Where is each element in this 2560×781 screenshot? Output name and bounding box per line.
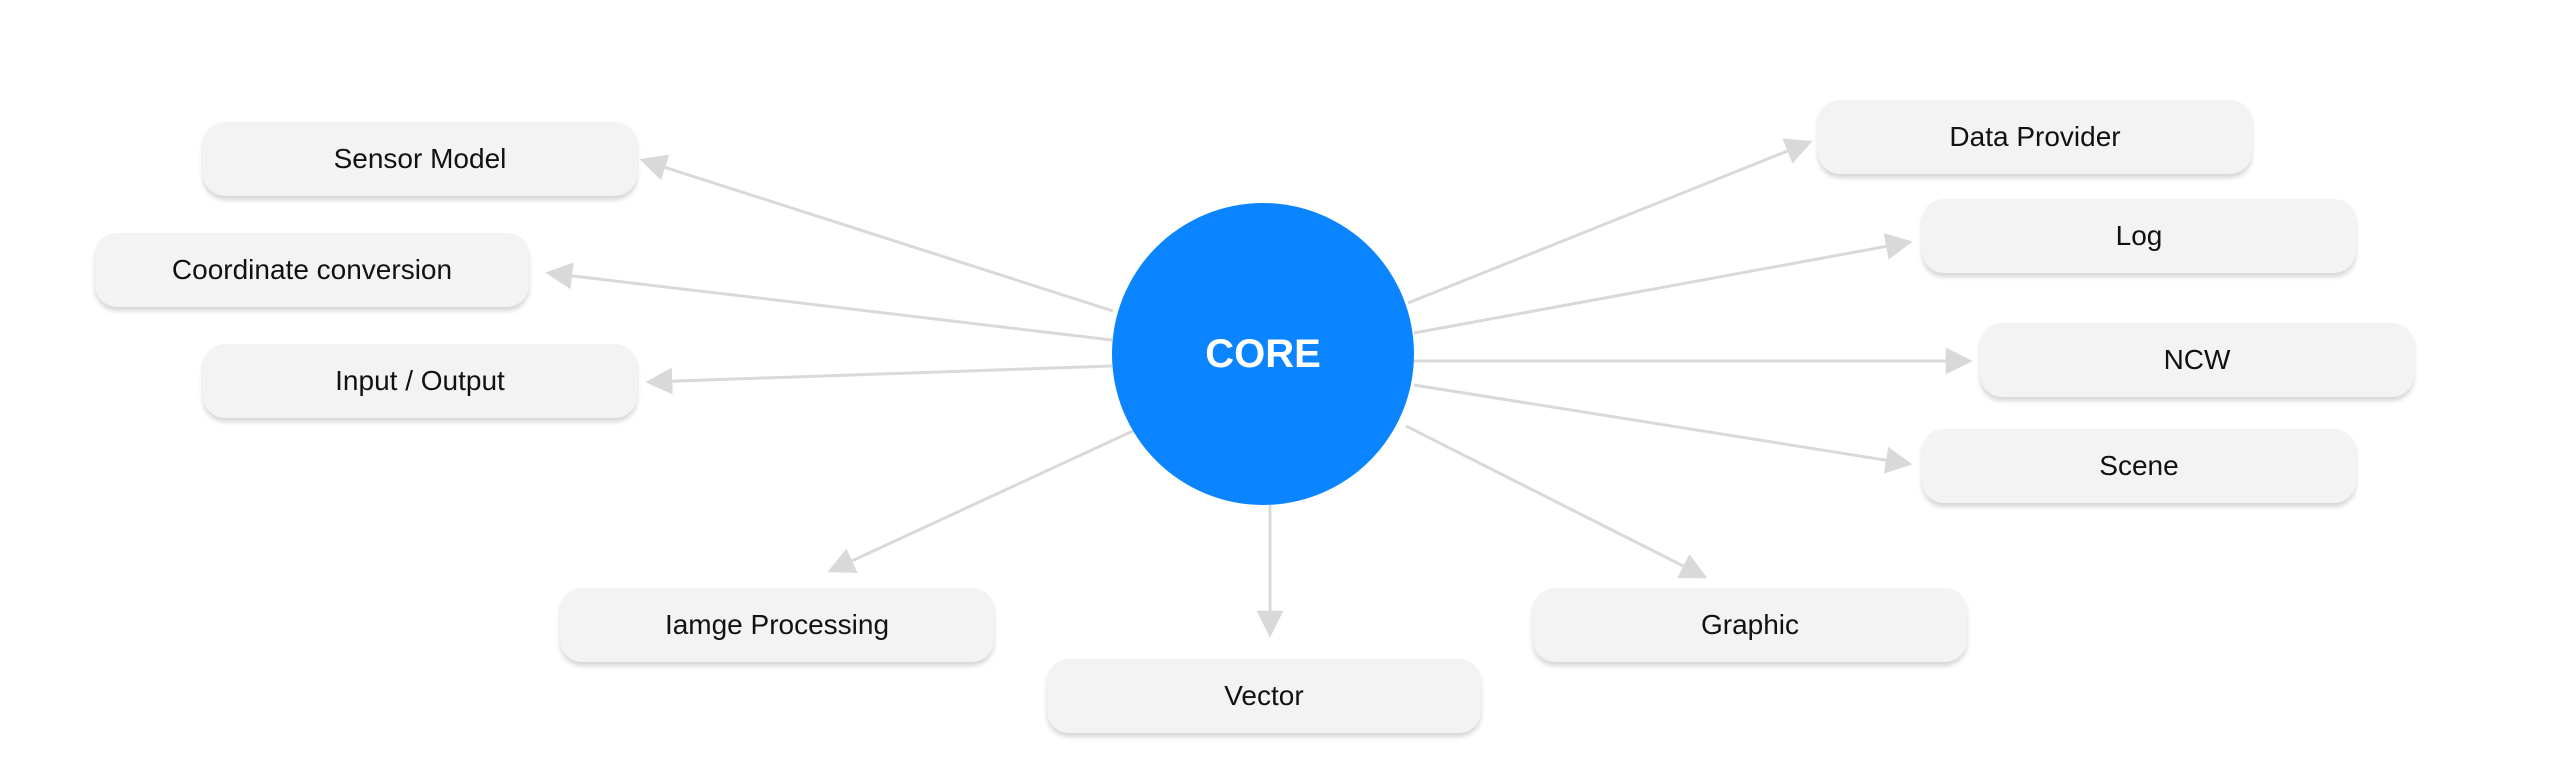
arrow-core-to-scene <box>1413 383 1913 474</box>
node-input-output[interactable]: Input / Output <box>203 344 637 418</box>
arrow-core-to-coordinate-conversion <box>545 262 1113 342</box>
node-label: Input / Output <box>335 365 505 396</box>
node-label: NCW <box>2163 344 2231 375</box>
node-vector[interactable]: Vector <box>1047 659 1481 733</box>
node-ncw[interactable]: NCW <box>1980 323 2414 397</box>
node-log[interactable]: Log <box>1922 199 2356 273</box>
node-label: Log <box>2115 220 2163 251</box>
node-label: Iamge Processing <box>664 609 890 640</box>
arrow-core-to-graphic <box>1405 424 1708 579</box>
arrow-core-to-data-provider <box>1407 138 1813 305</box>
node-coordinate-conversion[interactable]: Coordinate conversion <box>95 233 529 307</box>
arrow-core-to-input-output <box>645 364 1113 395</box>
node-image-processing[interactable]: Iamge Processing <box>560 588 994 662</box>
core-label: CORE <box>1205 331 1321 376</box>
node-graphic[interactable]: Graphic <box>1533 588 1967 662</box>
node-label: Graphic <box>1700 609 1800 640</box>
node-label: Scene <box>2099 450 2179 481</box>
node-scene[interactable]: Scene <box>1922 429 2356 503</box>
node-label: Coordinate conversion <box>171 254 453 285</box>
node-label: Data Provider <box>1949 121 2121 152</box>
arrow-core-to-log <box>1413 233 1913 335</box>
arrow-core-to-sensor-model <box>639 154 1114 313</box>
arrow-core-to-image-processing <box>827 428 1136 574</box>
node-sensor-model[interactable]: Sensor Model <box>203 122 637 196</box>
node-label: Sensor Model <box>333 143 507 174</box>
node-label: Vector <box>1224 680 1304 711</box>
node-data-provider[interactable]: Data Provider <box>1818 100 2252 174</box>
core-node[interactable]: CORE <box>1112 203 1414 505</box>
